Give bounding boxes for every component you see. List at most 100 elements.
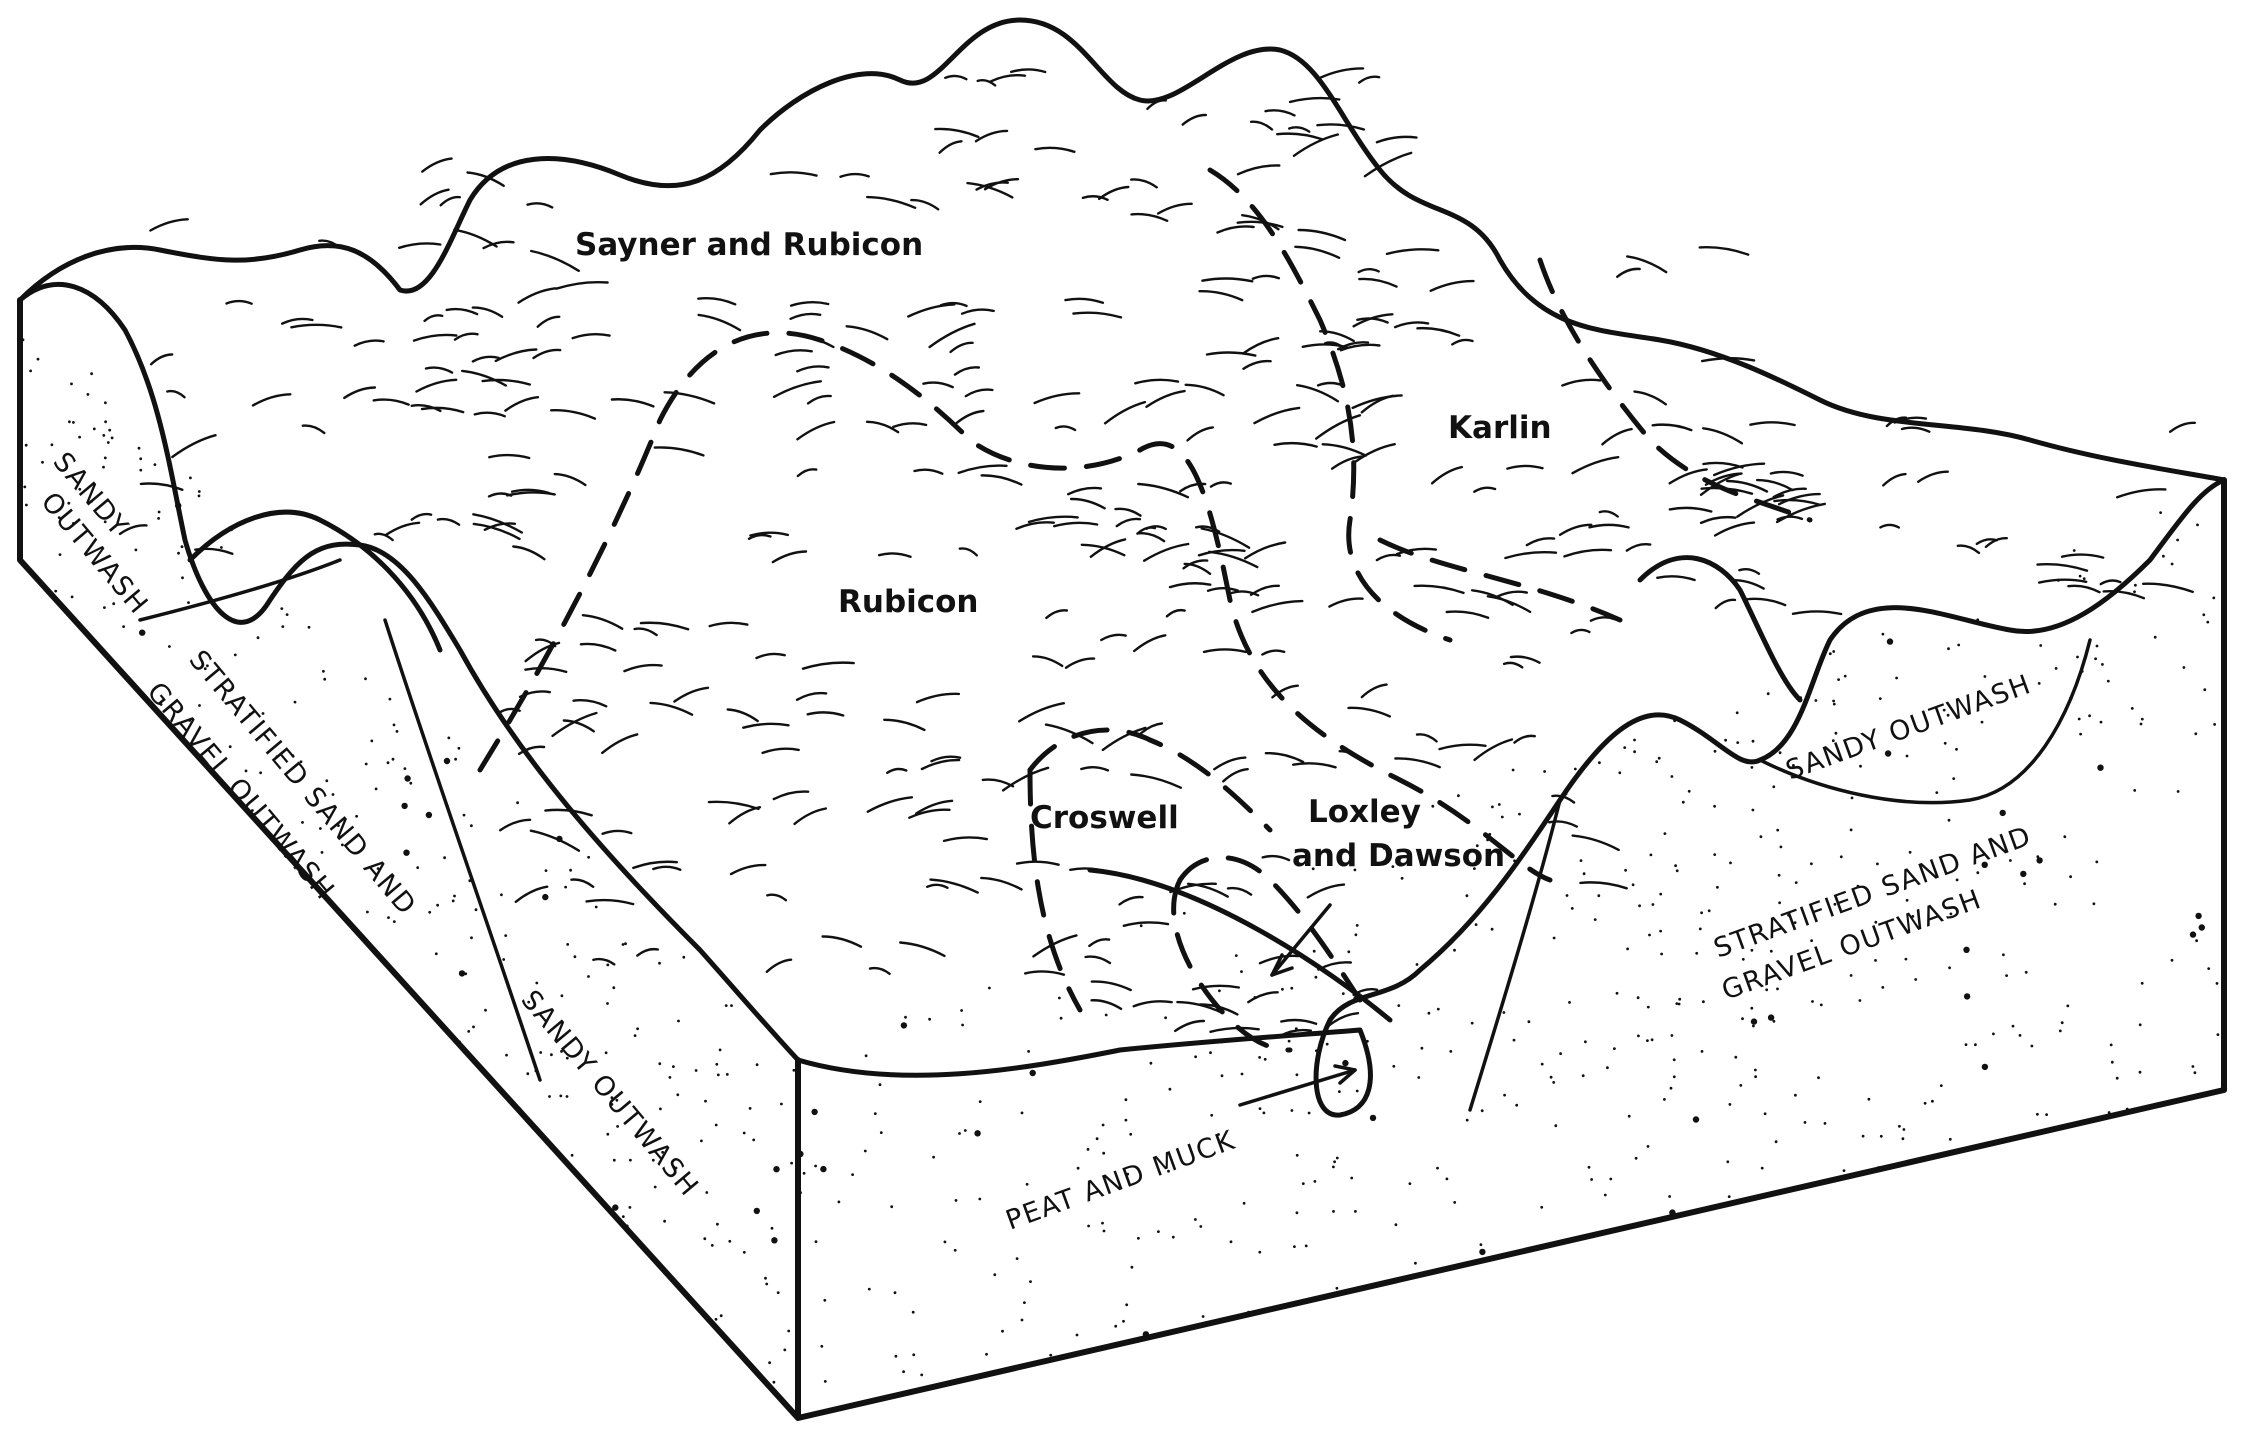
stipple-dot xyxy=(615,1098,619,1102)
stipple-dot xyxy=(29,369,32,373)
hachure-stroke xyxy=(1393,321,1430,329)
stipple-dot xyxy=(610,1103,614,1106)
hachure-stroke xyxy=(1297,228,1347,242)
hachure-stroke xyxy=(1183,562,1212,575)
stipple-dot xyxy=(1769,949,1773,953)
stipple-dot xyxy=(2191,1065,2195,1068)
stipple-dot xyxy=(57,516,61,519)
stipple-dot xyxy=(2094,657,2098,661)
hachure-stroke xyxy=(453,228,498,248)
stipple-dot xyxy=(416,866,420,869)
hachure-stroke xyxy=(865,420,900,434)
hachure-stroke xyxy=(726,708,759,723)
hachure-stroke xyxy=(1561,378,1602,387)
hachure-stroke xyxy=(1205,351,1257,357)
stipple-dot xyxy=(1488,832,1492,836)
stipple-dot xyxy=(2024,970,2028,974)
hachure-stroke xyxy=(789,301,830,307)
hachure-stroke xyxy=(806,394,832,405)
stipple-dot xyxy=(1931,1099,1934,1103)
hachure-stroke xyxy=(1358,277,1398,288)
stipple-dot xyxy=(658,961,661,965)
valley-line-right xyxy=(1087,867,1393,1023)
hachure-stroke xyxy=(171,434,217,459)
hachure-stroke xyxy=(1103,400,1147,425)
stipple-dot xyxy=(1325,1042,1329,1046)
hachure-stroke xyxy=(839,172,870,178)
hachure-stroke xyxy=(1317,961,1352,971)
stipple-dot xyxy=(820,1344,824,1348)
hachure-stroke xyxy=(1084,955,1112,965)
hachure-stroke xyxy=(1230,590,1260,597)
stipple-dot xyxy=(462,813,466,817)
hachure-stroke xyxy=(1133,634,1167,653)
stipple-dot xyxy=(1939,1084,1943,1087)
stipple-dot xyxy=(1312,949,1316,953)
stipple-dot xyxy=(104,420,107,424)
hachure-stroke xyxy=(384,521,421,537)
stipple-dot xyxy=(443,757,451,765)
label-dawson: and Dawson xyxy=(1292,838,1505,874)
stipple-dot xyxy=(1059,1016,1063,1020)
hachure-stroke xyxy=(1777,492,1821,506)
hachure-stroke xyxy=(1360,683,1388,699)
hachure-stroke xyxy=(139,482,184,491)
stipple-dot xyxy=(2095,644,2099,648)
stipple-dot xyxy=(2011,1024,2015,1028)
hachure-stroke xyxy=(980,876,1023,891)
stipple-dot xyxy=(714,1317,718,1321)
stipple-dot xyxy=(1513,859,1516,863)
hachure-stroke xyxy=(1496,590,1528,598)
stipple-dot xyxy=(220,546,223,549)
stipple-dot xyxy=(776,1291,780,1294)
label-sandy-right: SANDY OUTWASH xyxy=(1782,669,2036,787)
stipple-dot xyxy=(68,420,71,424)
hachure-stroke xyxy=(149,353,174,366)
stipple-dot xyxy=(285,613,289,616)
stipple-dot xyxy=(1474,923,1478,926)
hachure-stroke xyxy=(1625,543,1652,552)
stipple-dot xyxy=(823,1298,827,1302)
hachure-stroke xyxy=(1956,544,1981,555)
hachure-stroke xyxy=(1251,599,1304,614)
stipple-dot xyxy=(1618,771,1622,775)
hachure-stroke xyxy=(868,966,891,975)
hachure-stroke xyxy=(845,325,889,341)
stipple-dot xyxy=(1777,873,1781,877)
stipple-dot xyxy=(1750,948,1754,952)
hachure-stroke xyxy=(1100,633,1127,642)
stipple-dot xyxy=(67,501,71,505)
stipple-dot xyxy=(323,677,327,681)
hachure-stroke xyxy=(1318,67,1365,79)
stipple-dot xyxy=(1837,678,1840,681)
hachure-stroke xyxy=(1336,341,1370,351)
stipple-dot xyxy=(1724,738,1727,742)
hachure-stroke xyxy=(601,733,639,755)
stipple-dot xyxy=(548,1095,551,1098)
stipple-dot xyxy=(1955,878,1959,882)
stipple-dot xyxy=(2139,722,2143,726)
stipple-dot xyxy=(1878,697,1882,700)
stipple-dot xyxy=(1659,892,1663,896)
stipple-dot xyxy=(2195,939,2199,943)
stipple-dot xyxy=(504,977,508,981)
stipple-dot xyxy=(958,1132,961,1135)
hachure-stroke xyxy=(1264,109,1296,117)
hachure-stroke xyxy=(1395,547,1438,556)
hachure-stroke xyxy=(801,661,855,670)
stipple-dot xyxy=(1139,924,1143,928)
hachure-stroke xyxy=(436,517,461,526)
stipple-dot xyxy=(2106,679,2110,683)
hachure-stroke xyxy=(769,171,818,177)
hachure-stroke xyxy=(1081,195,1109,201)
stipple-dot xyxy=(1104,1013,1108,1017)
stipple-dot xyxy=(341,843,344,847)
stipple-dot xyxy=(988,986,991,990)
hachure-stroke xyxy=(1032,934,1078,958)
stipple-dot xyxy=(1668,1195,1671,1198)
stipple-dot xyxy=(768,1361,771,1365)
hachure-stroke xyxy=(1327,1012,1360,1027)
hachure-stroke xyxy=(251,393,292,407)
